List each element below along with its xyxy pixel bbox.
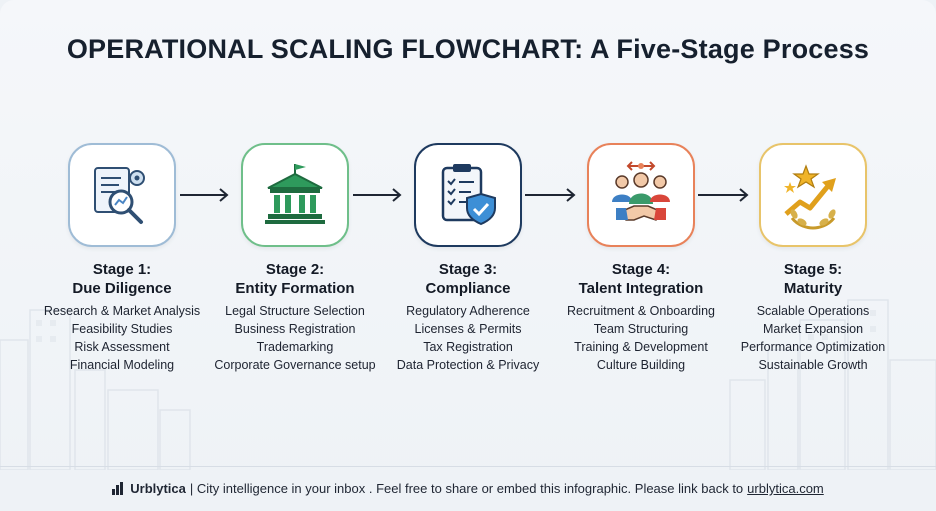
- list-item: Market Expansion: [762, 322, 864, 336]
- stage-1-number: Stage 1:: [92, 261, 152, 278]
- team-handshake-icon: [612, 161, 670, 221]
- stage-1-icon-box: [68, 143, 176, 247]
- stage-5-items: Scalable Operations Market Expansion Per…: [718, 302, 908, 374]
- list-item: Training & Development: [574, 340, 708, 354]
- stage-entity-formation: Stage 2: Entity Formation Legal Structur…: [200, 143, 390, 374]
- list-item: Performance Optimization: [740, 340, 886, 354]
- stage-4-items: Recruitment & Onboarding Team Structurin…: [546, 302, 736, 374]
- stage-5-name: Maturity: [783, 280, 843, 297]
- government-building-icon: [265, 164, 325, 224]
- list-item: Feasibility Studies: [71, 322, 173, 336]
- list-item: Business Registration: [234, 322, 356, 336]
- stage-1-items: Research & Market Analysis Feasibility S…: [27, 302, 217, 374]
- clipboard-shield-icon: [441, 164, 496, 226]
- stage-4-number: Stage 4:: [611, 261, 671, 278]
- footer-link[interactable]: urblytica.com: [747, 481, 824, 496]
- list-item: Scalable Operations: [756, 304, 870, 318]
- document-magnifier-icon: [94, 167, 145, 224]
- list-item: Corporate Governance setup: [214, 358, 376, 372]
- stage-4-name: Talent Integration: [578, 280, 704, 297]
- stage-compliance: Stage 3: Compliance Regulatory Adherence…: [373, 143, 563, 374]
- growth-star-icon: [784, 164, 836, 230]
- stage-1-name: Due Diligence: [72, 280, 172, 297]
- flow-arrow-3: [525, 188, 576, 202]
- title-sub: A Five-Stage Process: [583, 34, 870, 64]
- brand-name: Urblytica: [130, 481, 186, 496]
- list-item: Trademarking: [256, 340, 334, 354]
- list-item: Tax Registration: [423, 340, 513, 354]
- stage-3-icon-box: [414, 143, 522, 247]
- flow-arrow-4: [698, 188, 749, 202]
- stage-2-name: Entity Formation: [235, 280, 355, 297]
- stage-3-name: Compliance: [425, 280, 511, 297]
- list-item: Team Structuring: [593, 322, 689, 336]
- stage-4-icon-box: [587, 143, 695, 247]
- footer-text: | City intelligence in your inbox . Feel…: [189, 481, 744, 496]
- list-item: Regulatory Adherence: [406, 304, 530, 318]
- list-item: Legal Structure Selection: [225, 304, 365, 318]
- list-item: Financial Modeling: [69, 358, 175, 372]
- list-item: Culture Building: [596, 358, 686, 372]
- list-item: Risk Assessment: [74, 340, 170, 354]
- city-skyline-background: [0, 299, 936, 470]
- flow-arrow-1: [180, 188, 229, 202]
- title-main: OPERATIONAL SCALING FLOWCHART:: [66, 34, 584, 64]
- stage-talent-integration: Stage 4: Talent Integration Recruitment …: [546, 143, 736, 374]
- list-item: Recruitment & Onboarding: [567, 304, 715, 318]
- list-item: Licenses & Permits: [414, 322, 522, 336]
- footer-divider: [0, 466, 936, 467]
- stage-5-number: Stage 5:: [783, 261, 843, 278]
- list-item: Sustainable Growth: [758, 358, 868, 372]
- list-item: Research & Market Analysis: [43, 304, 201, 318]
- stage-2-items: Legal Structure Selection Business Regis…: [200, 302, 390, 374]
- footer: Urblytica | City intelligence in your in…: [0, 481, 936, 496]
- stage-maturity: Stage 5: Maturity Scalable Operations Ma…: [718, 143, 908, 374]
- stage-5-icon-box: [759, 143, 867, 247]
- page-title: OPERATIONAL SCALING FLOWCHART: A Five-St…: [0, 34, 936, 65]
- stage-3-items: Regulatory Adherence Licenses & Permits …: [373, 302, 563, 374]
- list-item: Data Protection & Privacy: [396, 358, 540, 372]
- stage-due-diligence: Stage 1: Due Diligence Research & Market…: [27, 143, 217, 374]
- flow-arrow-2: [353, 188, 402, 202]
- stage-2-number: Stage 2:: [265, 261, 325, 278]
- bar-chart-logo-icon: [112, 482, 124, 495]
- stage-2-icon-box: [241, 143, 349, 247]
- stage-3-number: Stage 3:: [438, 261, 498, 278]
